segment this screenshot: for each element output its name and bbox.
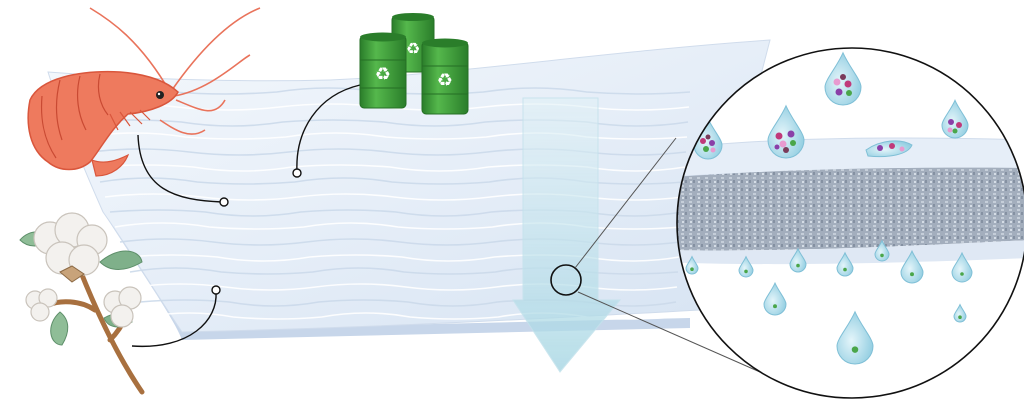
recycle-symbol: ♻ [437, 70, 453, 91]
filter-layer [677, 167, 1024, 251]
particle [835, 88, 843, 96]
contaminated-droplet [767, 104, 805, 159]
zoom-circle-border [676, 47, 1024, 399]
filtered-droplet [900, 249, 924, 284]
shrimp-antenna [89, 7, 261, 135]
spreading-droplet [865, 140, 913, 158]
cotton-boll-husk [59, 265, 85, 283]
membrane-edge [103, 212, 690, 340]
filtered-droplet [789, 247, 807, 273]
droplet-shape [738, 255, 754, 278]
particle [744, 269, 748, 274]
particle [796, 263, 800, 268]
particle [833, 78, 841, 86]
particle [880, 253, 884, 258]
magnifier-spot [550, 264, 582, 296]
contaminated-droplet [941, 99, 969, 139]
particle [790, 140, 796, 146]
particle [779, 140, 787, 148]
cotton-leaf [50, 311, 69, 346]
cotton-leaf [99, 250, 143, 270]
shrimp-segments [40, 73, 109, 159]
particle [952, 128, 958, 134]
particle [840, 74, 846, 80]
particle [899, 146, 905, 152]
filtered-droplet [836, 310, 874, 365]
particle [889, 143, 895, 149]
particle [787, 130, 795, 138]
particle [851, 346, 859, 353]
recycle-symbol: ♻ [375, 64, 391, 85]
filtered-droplet [685, 255, 699, 275]
droplet-shape [874, 239, 890, 262]
particle [703, 146, 709, 152]
barrel-right: ♻ [421, 38, 469, 115]
magnifier-zoom [676, 47, 1024, 399]
flow-arrow [512, 97, 622, 373]
particle [910, 272, 914, 277]
callout-shrimp-dot [219, 197, 229, 207]
droplet-shape [789, 247, 807, 273]
callout-barrel-line [296, 84, 361, 173]
zoom-content [677, 51, 1024, 365]
particle [700, 138, 706, 144]
barrel-left: ♻ [359, 32, 407, 109]
filtered-droplet [874, 239, 890, 262]
shrimp-legs [109, 109, 151, 131]
droplet-shape [763, 281, 787, 316]
particle [948, 119, 954, 125]
particle [710, 147, 716, 153]
filtered-droplet [951, 251, 973, 283]
filtered-droplet [763, 281, 787, 316]
cotton-boll-medium [103, 286, 142, 328]
particle [783, 147, 789, 153]
shrimp-body [27, 70, 179, 171]
filtered-droplet [836, 251, 854, 277]
callout-barrel-dot [292, 168, 302, 178]
filtered-droplet [953, 303, 967, 323]
particle [775, 132, 783, 140]
recycle-barrel-icon: ♻ ♻ ♻ [359, 13, 469, 115]
droplet-shape [836, 251, 854, 277]
particle [958, 315, 962, 320]
droplets [685, 51, 973, 365]
particle [846, 90, 852, 96]
shrimp-eye [156, 91, 164, 99]
magnifier-line-bottom [577, 291, 761, 373]
particle [877, 145, 883, 151]
droplet-shape [900, 249, 924, 284]
particle [690, 267, 694, 272]
contaminated-droplet [824, 51, 862, 106]
cotton-boll-large [33, 212, 108, 276]
callout-cotton-dot [211, 285, 221, 295]
particle [773, 304, 777, 309]
shrimp-icon [27, 7, 261, 177]
cotton-icon [19, 212, 145, 395]
droplet-shape [951, 251, 973, 283]
recycle-symbol: ♻ [406, 39, 420, 58]
callout-cotton-line [131, 291, 217, 348]
droplet-shape [836, 310, 874, 365]
particle [843, 267, 847, 272]
particle [956, 122, 962, 128]
particle [947, 127, 953, 133]
particle [705, 134, 711, 140]
cotton-boll-small [25, 288, 58, 322]
shrimp-eye-highlight [157, 92, 161, 96]
particle [709, 140, 715, 146]
particle [960, 272, 964, 276]
droplet-shape [685, 255, 699, 275]
filtered-droplet [738, 255, 754, 278]
down-arrow-icon [512, 97, 622, 373]
droplet-shape [953, 303, 967, 323]
callout-shrimp-line [137, 134, 223, 203]
shrimp-tail [91, 153, 130, 177]
callout-lines [131, 84, 761, 373]
particle [844, 80, 852, 88]
particle [774, 144, 780, 150]
magnifier-line-top [574, 137, 677, 269]
contaminated-droplet [693, 117, 723, 160]
